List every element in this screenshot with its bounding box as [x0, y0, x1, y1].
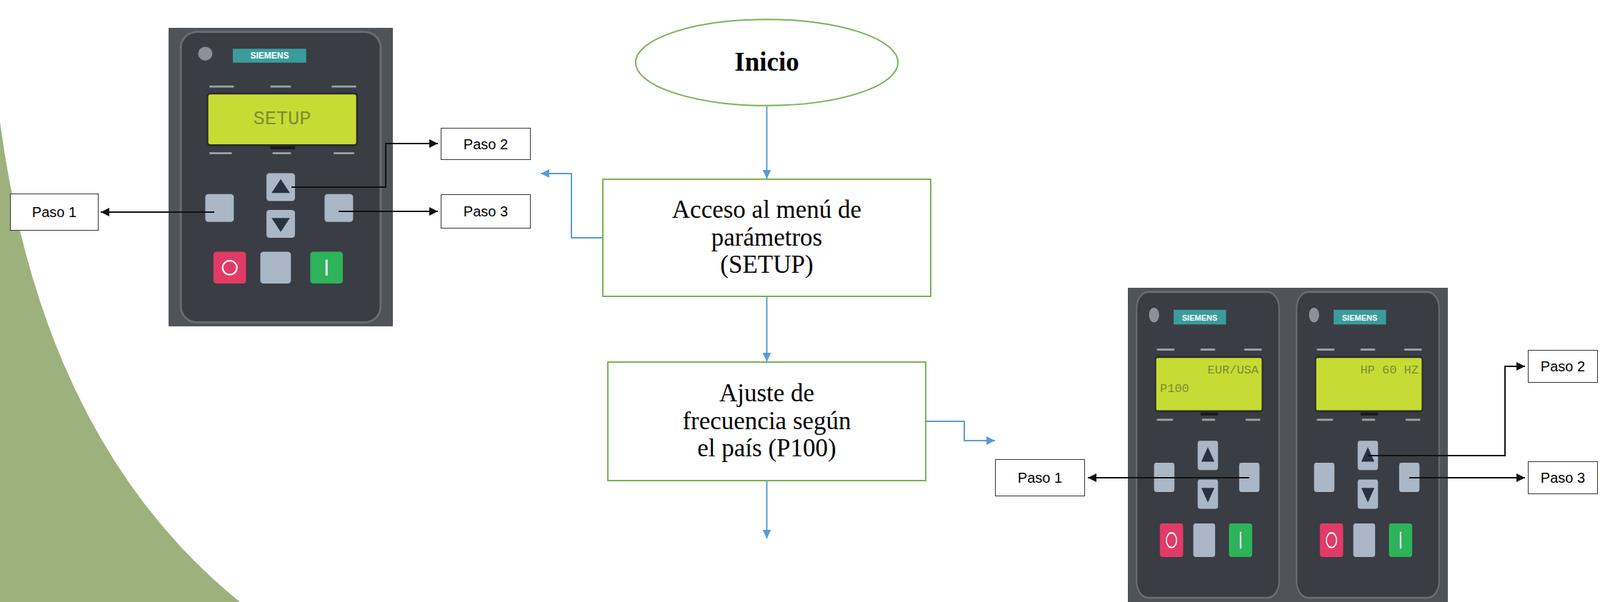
- step-box: Paso 2: [1527, 350, 1598, 383]
- brand-logo: SIEMENS: [232, 48, 307, 63]
- node-text: Paso 3: [1540, 470, 1585, 486]
- node-text: Inicio: [734, 47, 799, 78]
- panel-photo: [1127, 287, 1288, 602]
- process-box: Acceso al menú de parámetros (SETUP): [602, 178, 932, 298]
- display-text: HP 60 HZ: [1320, 361, 1419, 379]
- step-box: Paso 1: [10, 193, 99, 231]
- display-text: EUR/USA: [1160, 361, 1259, 379]
- node-text: Paso 3: [463, 203, 508, 220]
- flow-arrow: [766, 297, 768, 362]
- node-text: Acceso al menú de parámetros (SETUP): [668, 196, 865, 280]
- brand-logo: SIEMENS: [1333, 310, 1386, 325]
- step-box: Paso 2: [440, 127, 531, 160]
- flow-arrow: [766, 106, 768, 179]
- node-text: Paso 2: [1540, 358, 1585, 375]
- node-text: Paso 1: [32, 204, 77, 220]
- step-box: Paso 1: [995, 459, 1085, 497]
- node-text: Ajuste de frecuencia según el país (P100…: [675, 380, 858, 463]
- ellipse-shape: [635, 19, 898, 106]
- display-text: P100: [1160, 380, 1259, 398]
- display-text: SETUP: [208, 95, 356, 144]
- step-box: Paso 3: [440, 194, 531, 229]
- step-box: Paso 3: [1527, 461, 1598, 495]
- pointer-arrows: [540, 173, 995, 539]
- panel-photo: [1287, 287, 1448, 602]
- panel-photo: [168, 27, 393, 327]
- process-box: Ajuste de frecuencia según el país (P100…: [607, 361, 927, 482]
- node-text: Paso 2: [463, 136, 508, 153]
- node-text: Paso 1: [1017, 470, 1063, 486]
- leader-lines: [100, 143, 1525, 478]
- start-ellipse: Inicio: [634, 18, 900, 107]
- brand-logo: SIEMENS: [1173, 310, 1226, 325]
